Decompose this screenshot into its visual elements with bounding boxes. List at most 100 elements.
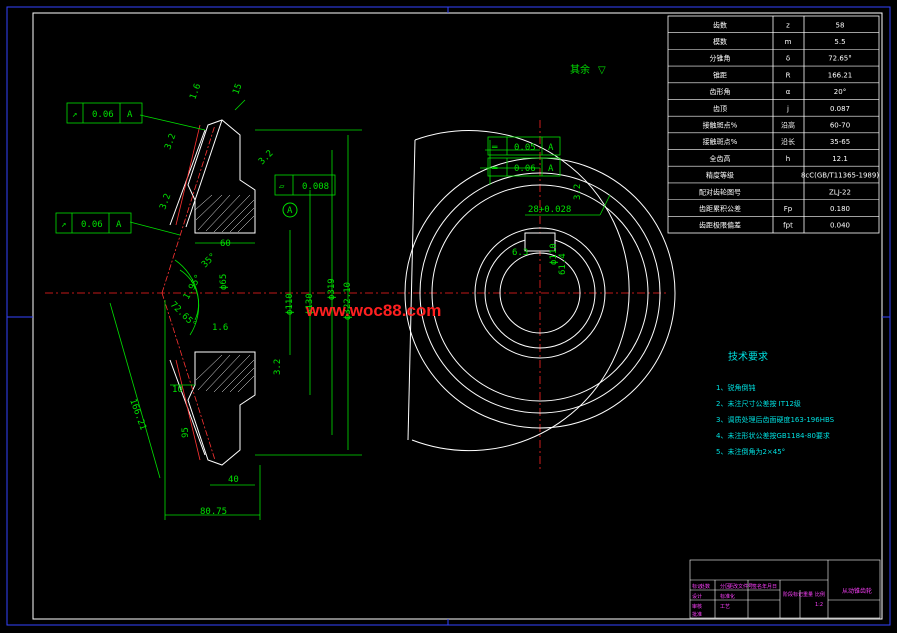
tb-cell: 更改文件号 [728,583,753,590]
param-value: 166.21 [828,71,853,79]
tb-cell: 审核 [692,603,702,610]
part-name: 从动锥齿轮 [842,587,872,595]
tb-cell: 比例 [815,591,825,598]
param-name: 锥距 [713,70,727,79]
datum-label: A [287,206,293,216]
dim-text: ϕ319 [327,278,337,300]
tb-cell: 标准化 [720,593,735,600]
param-value: 0.040 [830,222,850,230]
param-table [667,15,880,234]
requirement-item: 5、未注倒角为2×45° [716,447,785,456]
dim-text: 1.6 [212,323,228,333]
dim-text: 15 [231,82,244,96]
param-name: 齿顶 [713,105,727,113]
param-name: 接触斑点% [703,121,738,130]
watermark: www.woc88.com [305,301,441,320]
fcf-symbol: ▱ [279,182,285,192]
tb-cell: 1:2 [815,602,823,608]
dim-text: ϕ65 [219,274,229,290]
dim-text: 10 [172,385,183,395]
fcf-value: 0.06 [92,110,114,120]
fcf-value: 0.06 [81,220,103,230]
param-name: 模数 [713,37,727,46]
dim-text: 35° [200,252,219,271]
tb-cell: 批准 [692,611,702,618]
dim-text: ϕ322.10 [343,282,353,320]
param-symbol: j [786,105,789,113]
hatching [194,194,255,393]
param-symbol: 沿高 [781,121,795,130]
param-name: 分锥角 [710,54,731,63]
param-symbol: α [786,88,791,96]
inner-frame [32,12,883,620]
dim-text: 1.6 [188,82,203,101]
dim-text: 3.2 [257,149,276,168]
fcf-value: 0.06 [514,164,536,174]
param-name: 齿距累积公差 [699,204,741,213]
tb-cell: 工艺 [720,604,730,610]
param-value: 72.65° [828,55,852,63]
param-value: 0.087 [830,105,850,113]
fcf-symbol: ═ [491,164,498,174]
fcf-ref: A [548,143,554,153]
requirements-title: 技术要求 [728,350,768,363]
param-symbol: Fp [784,205,793,213]
dimension-lines [109,99,362,520]
dim-text: 72.65° [168,300,198,330]
dim-text: 28+0.028 [528,205,571,215]
dim-text: 61.4 [558,253,568,275]
dim-text: 1.95° [182,273,204,301]
dim-text: ϕ130 [305,293,315,315]
param-symbol: fpt [783,222,793,230]
gear-section-upper [169,119,256,234]
param-symbol: h [786,155,790,163]
tb-cell: 处数 [700,583,710,590]
tb-cell: 标记 [692,583,702,590]
fcf-symbol: ↗ [61,220,66,230]
dim-text: 80.75 [200,507,227,517]
param-symbol: 沿长 [781,137,795,146]
requirement-item: 4、未注形状公差按GB1184-80要求 [716,431,830,440]
tb-cell: 签名 [752,583,762,590]
param-value: 8cC(GB/T11365-1989) [801,172,879,180]
param-value: 12.1 [832,155,848,163]
dim-text: 95 [181,427,191,438]
param-value: 5.5 [834,38,845,46]
dim-text: 60 [220,239,231,249]
dim-text: 40 [228,475,239,485]
fcf-frames [55,102,561,234]
roughness-icon: ▽ [598,65,606,76]
dim-text: 6.3 [512,248,528,258]
roughness-rest: 其余 [570,63,590,76]
param-value: 58 [836,21,845,29]
param-value: ZLJ-22 [829,188,851,196]
tb-cell: 年月日 [762,583,777,590]
fcf-symbol: ═ [491,143,498,153]
gear-front-view [404,130,676,452]
fcf-value: 0.008 [302,182,329,192]
param-value: 35-65 [830,138,850,146]
requirement-item: 1、锐角倒钝 [716,383,755,392]
dim-text: 3.2 [158,192,173,211]
param-name: 精度等级 [706,171,734,180]
param-symbol: z [786,21,790,29]
param-symbol: R [786,71,791,79]
dim-text: 166.21 [127,398,148,432]
param-value: 60-70 [830,122,850,130]
fcf-ref: A [127,110,133,120]
fcf-value: 0.05 [514,143,536,153]
tb-cell: 阶段标记 [783,591,803,598]
param-name: 配对齿轮图号 [699,187,741,196]
gear-section-lower [169,351,256,466]
tb-cell: 重量 [803,591,813,598]
tb-cell: 分区 [720,583,730,590]
tb-cell: 设计 [692,593,702,600]
param-name: 齿形角 [710,87,731,96]
requirement-item: 3、调质处理后齿面硬度163-196HBS [716,415,835,424]
title-block [689,559,881,619]
dim-text: 3.2 [163,132,178,151]
fcf-ref: A [116,220,122,230]
param-name: 齿数 [713,20,727,29]
param-symbol: δ [786,55,790,63]
param-name: 齿距极限偏差 [699,221,741,230]
